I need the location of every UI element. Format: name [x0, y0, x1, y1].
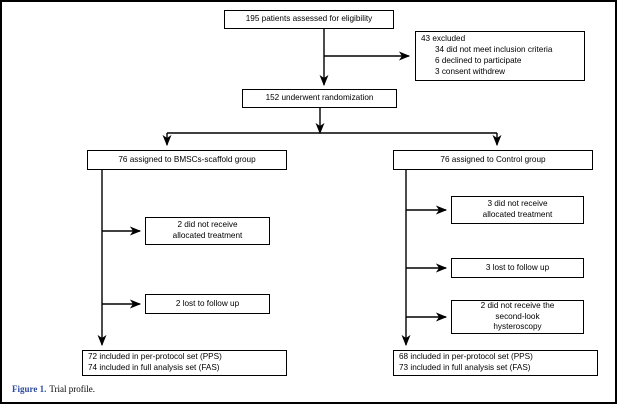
node-group-bmsc: 76 assigned to BMSCs-scaffold group — [87, 150, 287, 170]
node-left-no-treatment: 2 did not receive allocated treatment — [145, 217, 270, 245]
node-left-lost-to-follow-up: 2 lost to follow up — [145, 294, 270, 314]
node-left-analysis-sets: 72 included in per-protocol set (PPS) 74… — [82, 350, 287, 376]
node-right-no-second-look: 2 did not receive the second-look hyster… — [451, 300, 584, 334]
node-right-lost-line-1: 3 lost to follow up — [485, 262, 550, 272]
figure-number: Figure 1. — [12, 384, 47, 394]
node-right-analysis-line-1: 68 included in per-protocol set (PPS) — [399, 352, 533, 362]
figure-caption: Figure 1.Trial profile. — [12, 384, 95, 394]
figure-caption-text: Trial profile. — [49, 384, 96, 394]
node-right-no-treatment-line-2: allocated treatment — [482, 210, 553, 219]
node-left-analysis-line-2: 74 included in full analysis set (FAS) — [88, 363, 220, 372]
node-excluded-line-2: 34 did not meet inclusion criteria — [435, 45, 553, 55]
node-right-analysis-line-2: 73 included in full analysis set (FAS) — [399, 363, 531, 372]
node-group-control-line-1: 76 assigned to Control group — [440, 154, 546, 164]
node-randomized: 152 underwent randomization — [242, 89, 397, 108]
node-right-no-second-look-line-2: second-look — [495, 311, 540, 321]
node-excluded: 43 excluded 34 did not meet inclusion cr… — [415, 31, 585, 81]
node-excluded-line-3: 6 declined to participate — [435, 56, 522, 65]
node-left-no-treatment-line-1: 2 did not receive — [177, 220, 238, 230]
node-group-bmsc-line-1: 76 assigned to BMSCs-scaffold group — [118, 154, 256, 164]
node-right-no-treatment-line-1: 3 did not receive — [487, 199, 548, 209]
node-right-lost-to-follow-up: 3 lost to follow up — [451, 258, 584, 278]
node-right-analysis-sets: 68 included in per-protocol set (PPS) 73… — [393, 350, 598, 376]
node-left-lost-line-1: 2 lost to follow up — [175, 298, 240, 308]
node-excluded-line-4: 3 consent withdrew — [435, 66, 506, 76]
node-right-no-second-look-line-3: hysteroscopy — [493, 322, 542, 332]
node-randomized-line-1: 152 underwent randomization — [265, 93, 374, 103]
node-right-no-second-look-line-1: 2 did not receive the — [480, 300, 555, 310]
node-group-control: 76 assigned to Control group — [393, 150, 593, 170]
node-eligibility: 195 patients assessed for eligibility — [224, 10, 394, 29]
node-left-no-treatment-line-2: allocated treatment — [172, 231, 243, 240]
trial-profile-flowchart: 195 patients assessed for eligibility 43… — [2, 2, 615, 376]
node-left-analysis-line-1: 72 included in per-protocol set (PPS) — [88, 352, 222, 362]
node-right-no-treatment: 3 did not receive allocated treatment — [451, 196, 584, 224]
node-eligibility-line-1: 195 patients assessed for eligibility — [245, 14, 373, 24]
node-excluded-line-1: 43 excluded — [421, 34, 466, 44]
